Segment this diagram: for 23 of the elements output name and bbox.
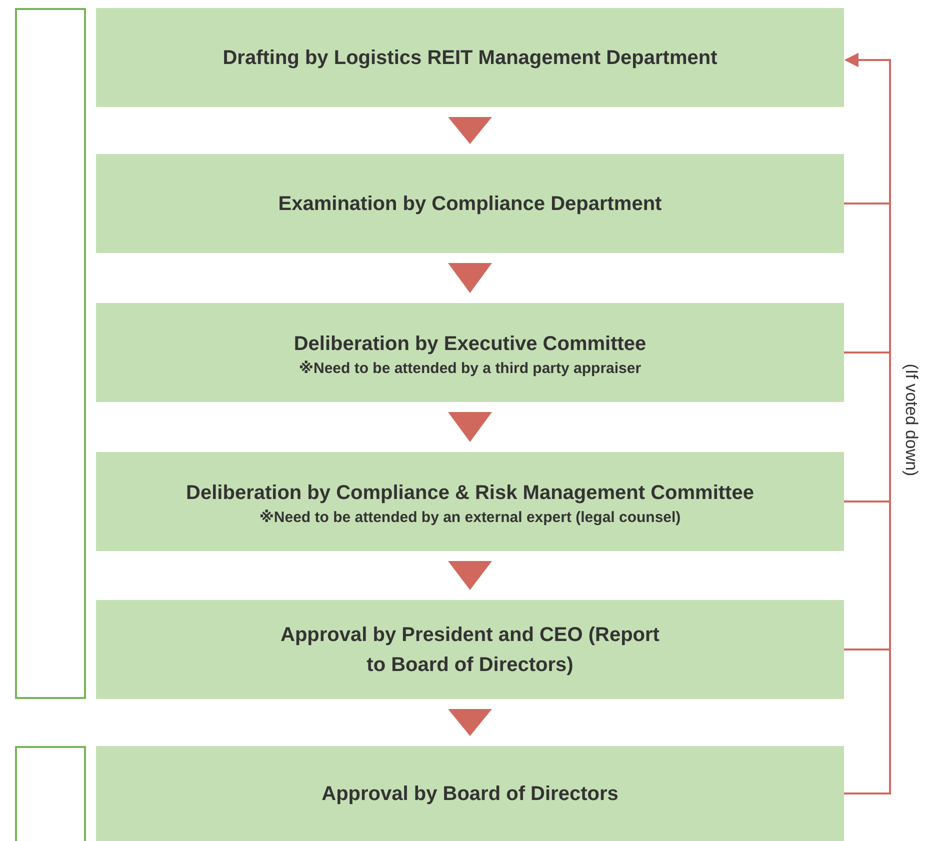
note-text: (If voted down) xyxy=(901,364,922,476)
process-box xyxy=(96,8,844,107)
down-arrow xyxy=(448,263,492,293)
step-title: Examination by Compliance Department xyxy=(278,192,662,216)
down-arrow xyxy=(448,561,492,590)
down-arrow xyxy=(448,412,492,442)
side-bracket-box xyxy=(15,746,86,841)
down-arrow xyxy=(448,117,492,144)
process-box xyxy=(96,746,844,841)
step-note: ※Need to be attended by a third party appraiser xyxy=(298,358,642,376)
process-box xyxy=(96,600,844,699)
step-title: Deliberation by Compliance & Risk Management Committee xyxy=(186,480,754,506)
process-box xyxy=(96,154,844,253)
step-note: ※Need to be attended by an external expert (legal counsel) xyxy=(259,508,681,526)
step-title: Approval by President and CEO (Report to Board of Directors) xyxy=(280,622,660,678)
step-title: Drafting by Logistics REIT Management Department xyxy=(222,46,718,70)
step-title: Deliberation by Executive Committee xyxy=(294,332,646,356)
process-box xyxy=(96,452,844,551)
step-title: Approval by Board of Directors xyxy=(322,782,618,806)
feedback-arrow xyxy=(844,53,891,794)
process-box xyxy=(96,303,844,402)
down-arrow xyxy=(448,709,492,736)
side-bracket-box xyxy=(15,8,86,699)
